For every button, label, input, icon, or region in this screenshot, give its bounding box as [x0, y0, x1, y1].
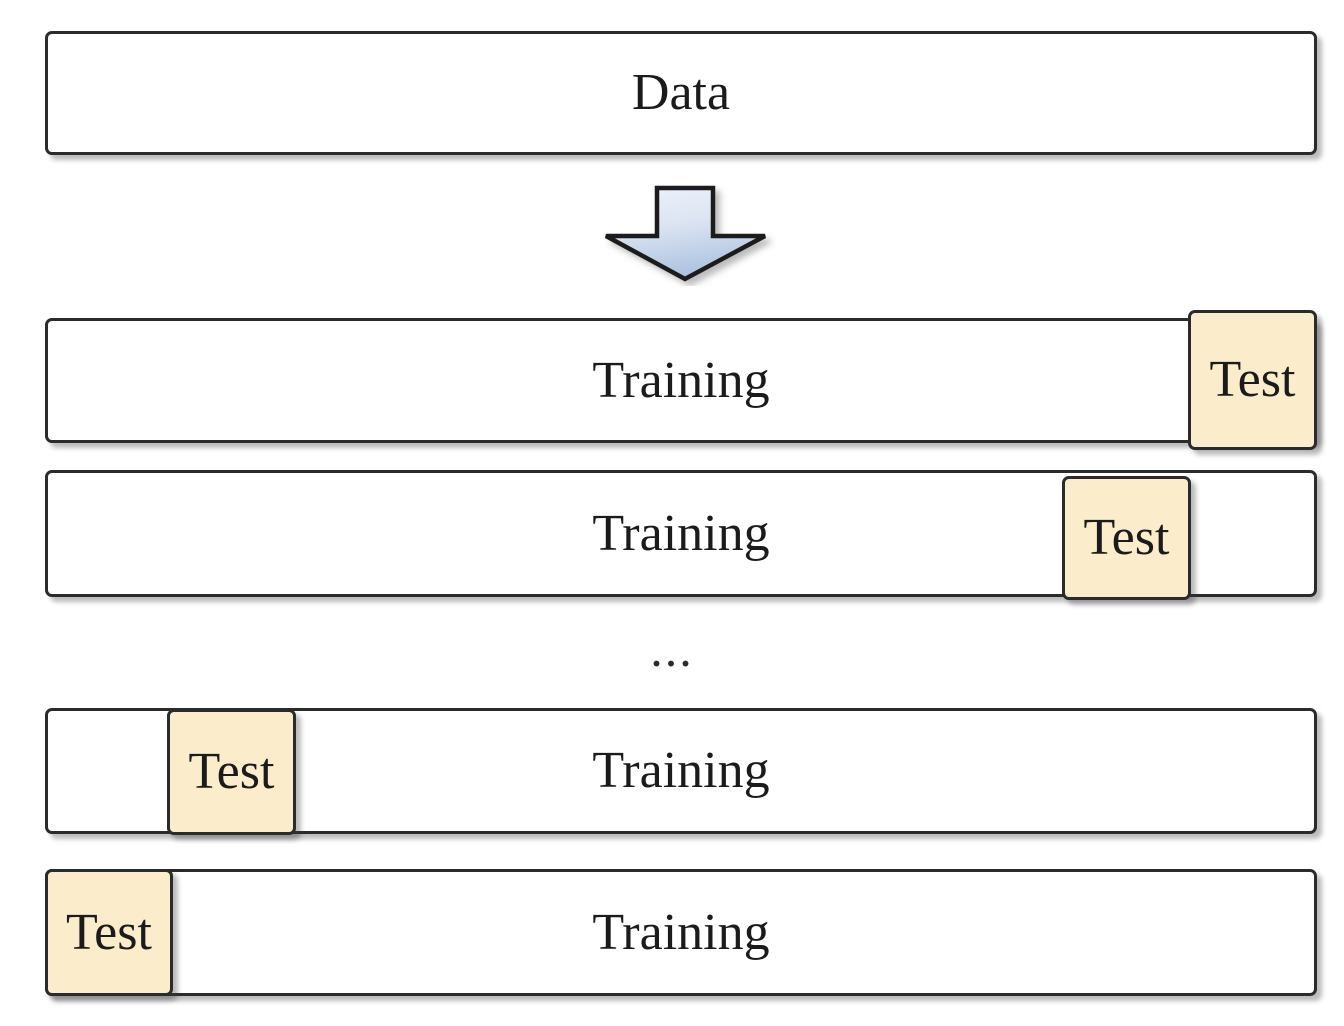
test-label: Test	[1209, 351, 1296, 408]
training-segment: Training	[45, 318, 1317, 443]
test-segment: Test	[45, 869, 173, 996]
test-segment: Test	[167, 709, 296, 835]
training-label: Training	[592, 903, 770, 961]
data-box: Data	[45, 31, 1317, 155]
down-block-arrow-icon	[605, 182, 780, 286]
test-label: Test	[1083, 509, 1170, 566]
test-segment: Test	[1062, 476, 1191, 600]
training-label: Training	[592, 351, 770, 409]
training-segment: Training	[45, 869, 1317, 996]
ellipsis-indicator: ...	[650, 621, 694, 677]
test-label: Test	[66, 903, 152, 961]
test-segment: Test	[1188, 310, 1317, 450]
test-label: Test	[188, 743, 275, 800]
data-box-label: Data	[631, 64, 731, 121]
